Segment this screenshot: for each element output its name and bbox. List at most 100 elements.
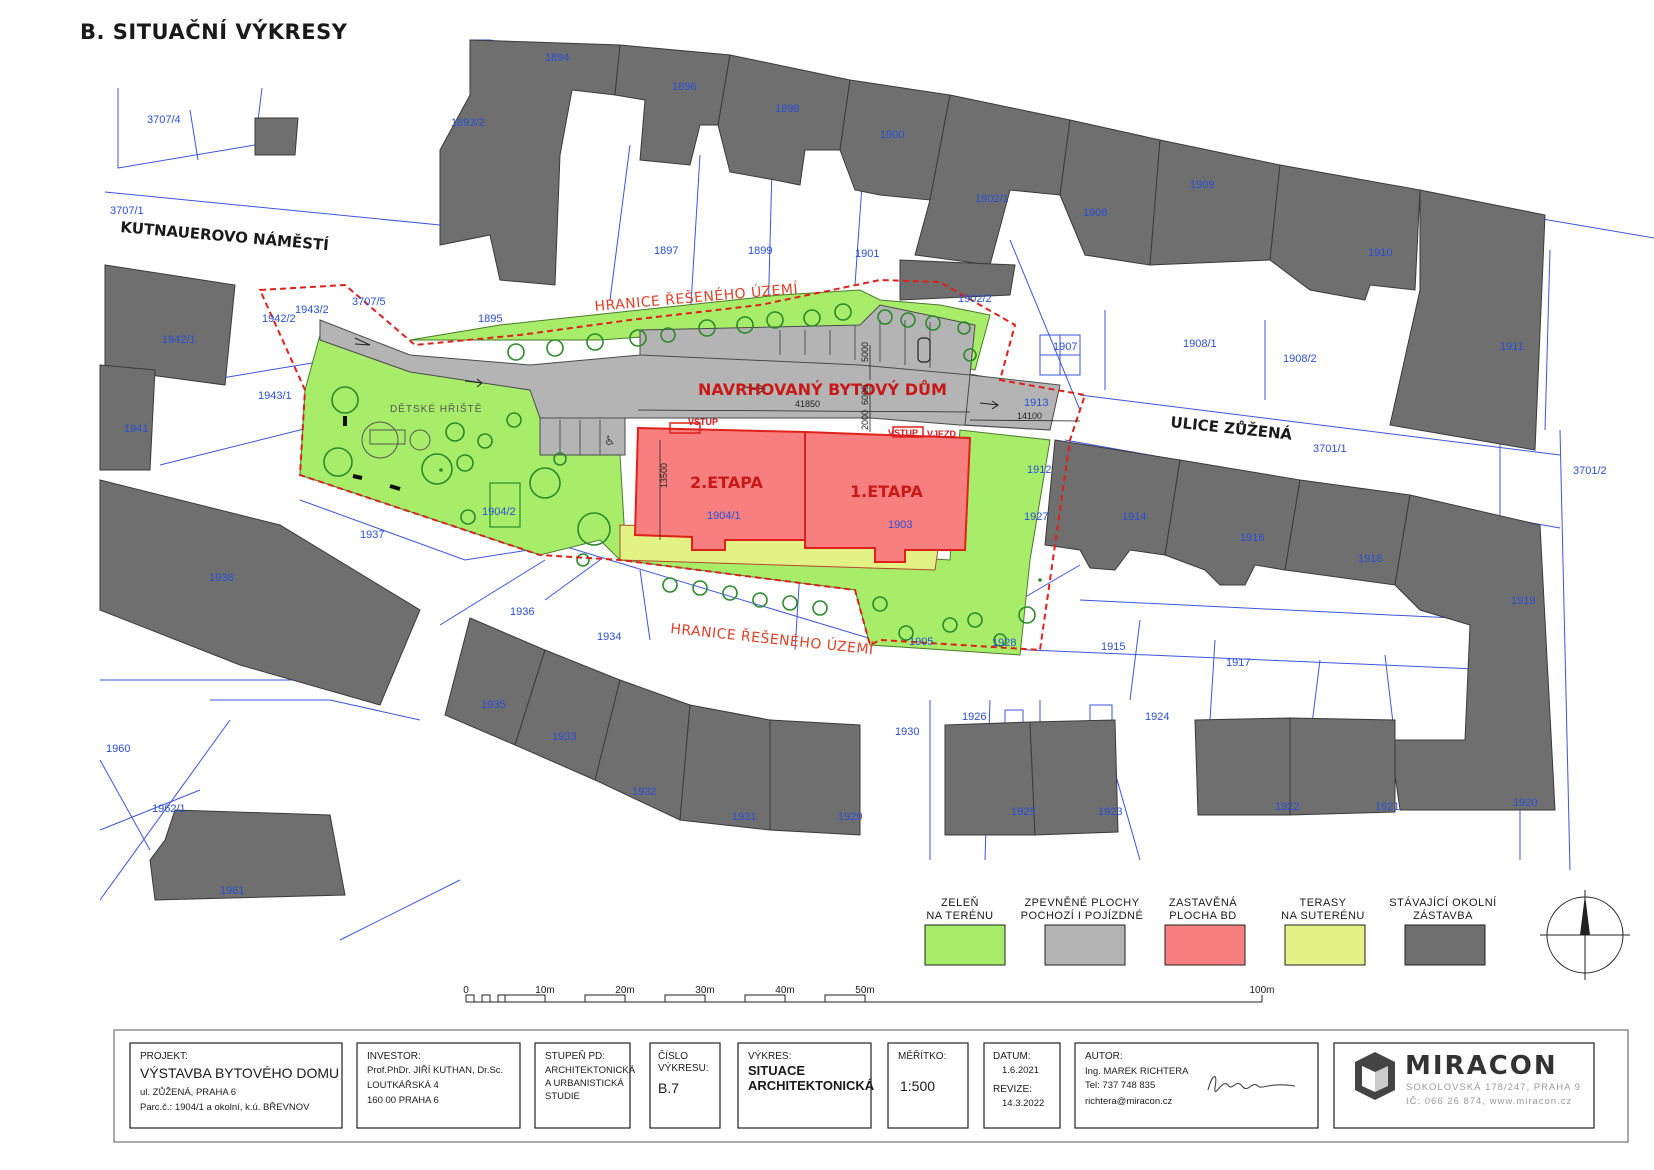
parcel-1901: 1901 <box>855 248 879 260</box>
project-address: ul. ZŮŽENÁ, PRAHA 6 <box>140 1086 236 1098</box>
date-value: 1.6.2021 <box>1002 1065 1039 1076</box>
dim-parking-depth: 5000 <box>860 342 870 362</box>
legend-swatch-dark <box>1404 924 1486 966</box>
parcel-numbers: 1894 1896 1898 1900 1893/2 1902/1 1906 1… <box>106 52 1607 897</box>
project-parcel: Parc.č.: 1904/1 a okolní, k.ú. BŘEVNOV <box>140 1102 310 1113</box>
parcel-1942-1: 1942/1 <box>162 334 196 346</box>
parcel-3707-5: 3707/5 <box>352 296 386 308</box>
stage-line-1: ARCHITEKTONICKÁ <box>545 1065 636 1076</box>
parcel-1910: 1910 <box>1368 247 1392 259</box>
parcel-1925: 1925 <box>1011 806 1035 818</box>
parcel-1908-2: 1908/2 <box>1283 353 1317 365</box>
author-label: AUTOR: <box>1085 1051 1123 1062</box>
north-arrow-icon <box>1540 890 1630 980</box>
parcel-1909: 1909 <box>1190 179 1214 191</box>
legend-label-1b: NA TERÉNU <box>926 909 993 922</box>
legend-label-5b: ZÁSTAVBA <box>1413 909 1473 922</box>
legend: ZELEŇ NA TERÉNU ZPEVNĚNÉ PLOCHY POCHOZÍ … <box>924 896 1497 966</box>
parcel-1927: 1927 <box>1024 511 1048 523</box>
scale-label-50: 50m <box>855 985 874 996</box>
drawing-label: VÝKRES: <box>748 1049 791 1062</box>
scale-bar: 0 10m 20m 30m 40m 50m 100m <box>463 985 1275 1003</box>
signature <box>1207 1076 1296 1093</box>
parcel-1924: 1924 <box>1145 711 1169 723</box>
parcel-1904-2: 1904/2 <box>482 506 516 518</box>
parcel-1960: 1960 <box>106 743 130 755</box>
street-zuzena: ULICE ZŮŽENÁ <box>1170 411 1294 444</box>
legend-swatch-red <box>1164 924 1246 966</box>
parcel-1918: 1918 <box>1358 553 1382 565</box>
date-label: DATUM: <box>993 1051 1031 1062</box>
phase-1-entrance <box>892 426 924 438</box>
drawing-title-1: SITUACE <box>748 1063 805 1078</box>
parcel-1895: 1895 <box>478 313 502 325</box>
dim-length: 41850 <box>795 399 820 409</box>
phase-1-building[interactable] <box>804 430 972 563</box>
author-phone: Tel: 737 748 835 <box>1085 1080 1155 1091</box>
parcel-1896: 1896 <box>672 81 696 93</box>
scale-label: MĚŘÍTKO: <box>898 1049 946 1062</box>
scale-label-40: 40m <box>775 985 794 996</box>
parcel-1902-2: 1902/2 <box>958 293 992 305</box>
direction-arrows <box>354 337 999 410</box>
dim-height: 13500 <box>659 463 669 488</box>
parcel-1905: 1905 <box>909 636 933 648</box>
parcel-1932: 1932 <box>632 786 656 798</box>
legend-swatch-grey <box>1044 924 1126 966</box>
scale-label-100: 100m <box>1249 985 1274 996</box>
building-label: NAVRHOVANÝ BYTOVÝ DŮM <box>698 380 947 399</box>
drawing-title-2: ARCHITEKTONICKÁ <box>748 1078 875 1093</box>
parcel-1931: 1931 <box>732 811 756 823</box>
street-kutnauerovo: KUTNAUEROVO NÁMĚSTÍ <box>120 217 330 254</box>
revision-value: 14.3.2022 <box>1002 1098 1044 1109</box>
parcel-1943-2: 1943/2 <box>295 304 329 316</box>
parcel-1913: 1913 <box>1024 397 1048 409</box>
parcel-1897: 1897 <box>654 245 678 257</box>
parcel-1915: 1915 <box>1101 641 1125 653</box>
parcel-1893-2: 1893/2 <box>451 117 485 129</box>
scale-label-20: 20m <box>615 985 634 996</box>
author-email: richtera@miracon.cz <box>1085 1096 1172 1107</box>
parcel-1914: 1914 <box>1122 511 1146 523</box>
parcel-1894: 1894 <box>545 52 569 64</box>
revision-label: REVIZE: <box>993 1084 1032 1095</box>
parcel-1943-1: 1943/1 <box>258 390 292 402</box>
vehicle-entrance-label: VJEZD <box>927 429 957 439</box>
legend-label-2b: POCHOZÍ I POJÍZDNÉ <box>1021 909 1144 922</box>
parcel-1912: 1912 <box>1027 464 1051 476</box>
stage-line-2: A URBANISTICKÁ <box>545 1078 624 1089</box>
parcel-1920: 1920 <box>1513 797 1537 809</box>
parcel-1922: 1922 <box>1275 801 1299 813</box>
parcel-1916: 1916 <box>1240 532 1264 544</box>
parcel-1902-1: 1902/1 <box>975 193 1009 205</box>
dim-road-width: 6000 <box>860 385 870 405</box>
parcel-3701-1: 3701/1 <box>1313 443 1347 455</box>
parcel-1921: 1921 <box>1375 801 1399 813</box>
dim-small: 2000 <box>860 410 870 430</box>
parcel-1962-1: 1962/1 <box>152 803 186 815</box>
sheet-title: B. SITUAČNÍ VÝKRESY <box>80 20 348 44</box>
parking-stalls <box>559 320 931 455</box>
investor-name: Prof.PhDr. JIŘÍ KUTHAN, Dr.Sc. <box>367 1065 503 1076</box>
legend-swatch-yellow <box>1284 924 1366 966</box>
company-logo-icon <box>1355 1052 1395 1100</box>
parcel-3707-1: 3707/1 <box>110 205 144 217</box>
project-title: VÝSTAVBA BYTOVÉHO DOMU <box>140 1065 339 1081</box>
company-address: SOKOLOVSKÁ 178/247, PRAHA 9 <box>1406 1082 1581 1093</box>
playground-label: DĚTSKÉ HŘIŠTĚ <box>390 402 482 415</box>
phase-2-entrance-label: VSTUP <box>688 417 718 427</box>
investor-label: INVESTOR: <box>367 1051 421 1062</box>
scale-label-10: 10m <box>535 985 554 996</box>
parcel-1900: 1900 <box>880 129 904 141</box>
proposed-building <box>633 422 972 563</box>
parcel-1899: 1899 <box>748 245 772 257</box>
parked-car-icon <box>917 337 931 363</box>
parcel-1929: 1929 <box>838 811 862 823</box>
company-name: MIRACON <box>1405 1051 1558 1081</box>
trees <box>323 303 1042 647</box>
parcel-1908-1: 1908/1 <box>1183 338 1217 350</box>
dim-length-right: 14100 <box>1017 411 1042 421</box>
legend-label-4b: NA SUTERÉNU <box>1281 909 1365 922</box>
wheelchair-icon: ♿ <box>604 434 616 449</box>
phase-2-entrance <box>669 422 701 434</box>
